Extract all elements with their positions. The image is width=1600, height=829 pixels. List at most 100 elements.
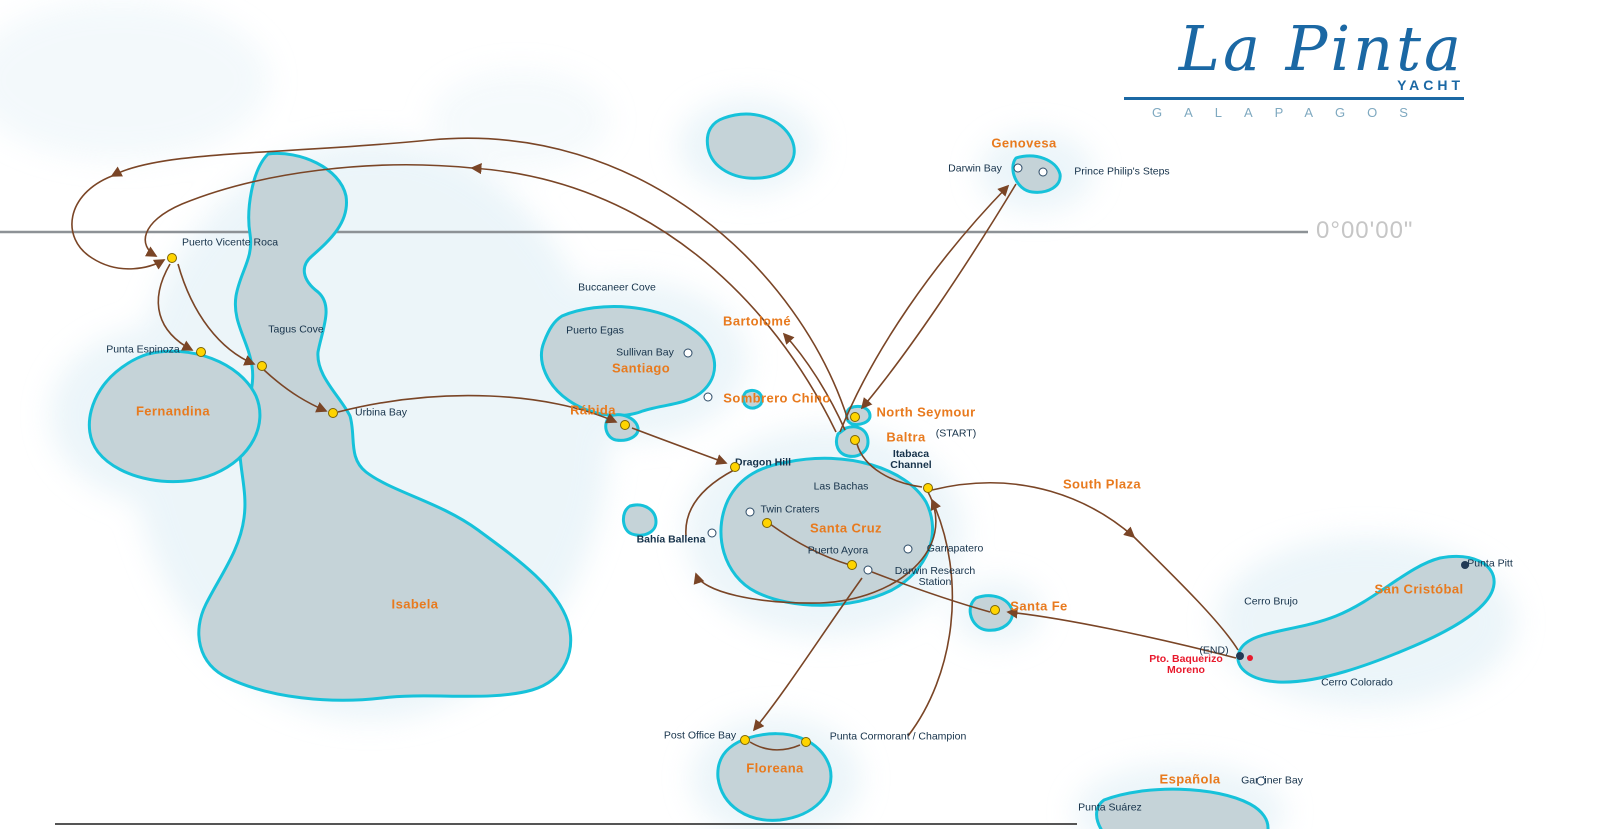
logo: La Pinta YACHT GALAPAGOS bbox=[1124, 16, 1464, 120]
island-shape-marchena bbox=[705, 112, 796, 180]
logo-galapagos-label: GALAPAGOS bbox=[1152, 105, 1430, 121]
anchorage-marker bbox=[903, 544, 913, 554]
route-segment bbox=[177, 263, 256, 366]
visitor-site-marker bbox=[740, 735, 750, 745]
route-segment bbox=[907, 498, 954, 737]
site-label-prince-philip-s-steps: Prince Philip's Steps bbox=[1074, 165, 1170, 178]
route-segment bbox=[871, 571, 991, 613]
visitor-site-marker bbox=[196, 347, 206, 357]
island-label-santa-fe: Santa Fe bbox=[1010, 598, 1068, 614]
island-shapes bbox=[87, 112, 1496, 829]
anchorage-marker bbox=[1256, 776, 1266, 786]
label-line: Pto. Baquerizo bbox=[1149, 653, 1223, 665]
site-label-start: (START) bbox=[935, 427, 977, 440]
site-label-twin-craters: Twin Craters bbox=[760, 503, 820, 516]
island-shape-pinzon bbox=[622, 503, 658, 537]
island-shape-santa-cruz bbox=[719, 456, 935, 607]
island-label-genovesa: Genovesa bbox=[991, 135, 1057, 151]
site-label-las-bachas: Las Bachas bbox=[813, 480, 869, 493]
island-label-santa-cruz: Santa Cruz bbox=[810, 520, 882, 536]
route-segment bbox=[839, 184, 1010, 433]
route-segment bbox=[337, 394, 618, 424]
route-segment bbox=[782, 332, 846, 431]
site-label-punta-pitt: Punta Pitt bbox=[1467, 557, 1513, 570]
site-label-urbina-bay: Urbina Bay bbox=[355, 406, 407, 419]
site-label-punta-cormorant-champion: Punta Cormorant / Champion bbox=[829, 730, 967, 743]
site-label-puerto-ayora: Puerto Ayora bbox=[807, 544, 869, 557]
visitor-site-marker bbox=[762, 518, 772, 528]
label-line: Darwin Research bbox=[894, 565, 976, 577]
site-label-dragon-hill: Dragon Hill bbox=[734, 456, 792, 469]
island-label-santiago: Santiago bbox=[611, 360, 671, 376]
route-segment bbox=[71, 175, 166, 270]
visitor-site-marker bbox=[167, 253, 177, 263]
island-label-rabida: Rábida bbox=[570, 402, 616, 418]
visitor-site-marker bbox=[990, 605, 1000, 615]
visitor-site-marker bbox=[620, 420, 630, 430]
site-label-end: (END) bbox=[1199, 644, 1229, 657]
point-marker bbox=[1461, 561, 1469, 569]
site-label-sullivan-bay: Sullivan Bay bbox=[616, 346, 674, 359]
route-segment bbox=[470, 163, 837, 433]
logo-title: La Pinta bbox=[1178, 12, 1464, 85]
visitor-site-marker bbox=[328, 408, 338, 418]
label-line: Itabaca bbox=[892, 448, 930, 460]
anchorage-marker bbox=[1038, 167, 1048, 177]
site-label-darwin-bay: Darwin Bay bbox=[948, 162, 1002, 175]
site-label-puerto-vicente-roca: Puerto Vicente Roca bbox=[181, 236, 279, 249]
island-label-baltra: Baltra bbox=[886, 429, 926, 445]
site-label-bahia-ballena: Bahía Ballena bbox=[636, 533, 706, 546]
island-label-isabela: Isabela bbox=[391, 596, 439, 612]
island-label-espanola: Española bbox=[1159, 771, 1221, 787]
site-label-punta-suarez: Punta Suárez bbox=[1078, 801, 1142, 814]
route-segment bbox=[157, 263, 194, 351]
island-shape-sombrero-chino bbox=[741, 388, 764, 410]
route-segment bbox=[1006, 607, 1237, 659]
site-label-buccaneer-cove: Buccaneer Cove bbox=[578, 281, 656, 294]
route-segment bbox=[856, 443, 923, 488]
anchorage-marker bbox=[703, 392, 713, 402]
anchorage-marker bbox=[745, 507, 755, 517]
route-segment bbox=[749, 741, 801, 751]
anchorage-marker bbox=[863, 565, 873, 575]
island-shape-fernandina bbox=[87, 349, 262, 484]
island-label-floreana: Floreana bbox=[746, 760, 804, 776]
equator-label: 0°00'00" bbox=[1316, 217, 1414, 244]
site-label-punta-espinoza: Punta Espinoza bbox=[106, 343, 180, 356]
island-shape-isabela bbox=[197, 151, 573, 702]
site-label-puerto-egas: Puerto Egas bbox=[566, 324, 624, 337]
site-label-post-office-bay: Post Office Bay bbox=[663, 729, 737, 742]
site-label-tagus-cove: Tagus Cove bbox=[268, 323, 324, 336]
island-label-sombrero-chino: Sombrero Chino bbox=[723, 390, 831, 406]
route-segment bbox=[631, 427, 728, 465]
site-label-cerro-colorado: Cerro Colorado bbox=[1321, 676, 1393, 689]
island-shape-espanola bbox=[1095, 787, 1270, 829]
route-lines bbox=[71, 137, 1239, 751]
visitor-site-marker bbox=[923, 483, 933, 493]
island-label-fernandina: Fernandina bbox=[135, 403, 211, 419]
route-segment bbox=[263, 369, 328, 413]
anchorage-marker bbox=[1013, 163, 1023, 173]
island-label-south-plaza: South Plaza bbox=[1062, 476, 1142, 492]
route-segment bbox=[144, 164, 473, 257]
label-line: Station bbox=[918, 576, 952, 588]
route-segment bbox=[110, 137, 849, 421]
visitor-site-marker bbox=[850, 435, 860, 445]
site-label-cerro-brujo: Cerro Brujo bbox=[1244, 595, 1298, 608]
island-shape-santiago bbox=[540, 305, 716, 418]
logo-yacht-label: YACHT bbox=[1397, 77, 1464, 94]
route-segment bbox=[769, 523, 851, 566]
route-segment bbox=[752, 577, 863, 732]
label-line: Moreno bbox=[1167, 664, 1205, 676]
visitor-site-marker bbox=[801, 737, 811, 747]
route-segment bbox=[860, 183, 1017, 410]
anchorage-marker bbox=[683, 348, 693, 358]
island-label-bartolome: Bartolomé bbox=[723, 313, 791, 329]
bottom-crop-line bbox=[55, 823, 1077, 825]
port-marker bbox=[1247, 655, 1253, 661]
